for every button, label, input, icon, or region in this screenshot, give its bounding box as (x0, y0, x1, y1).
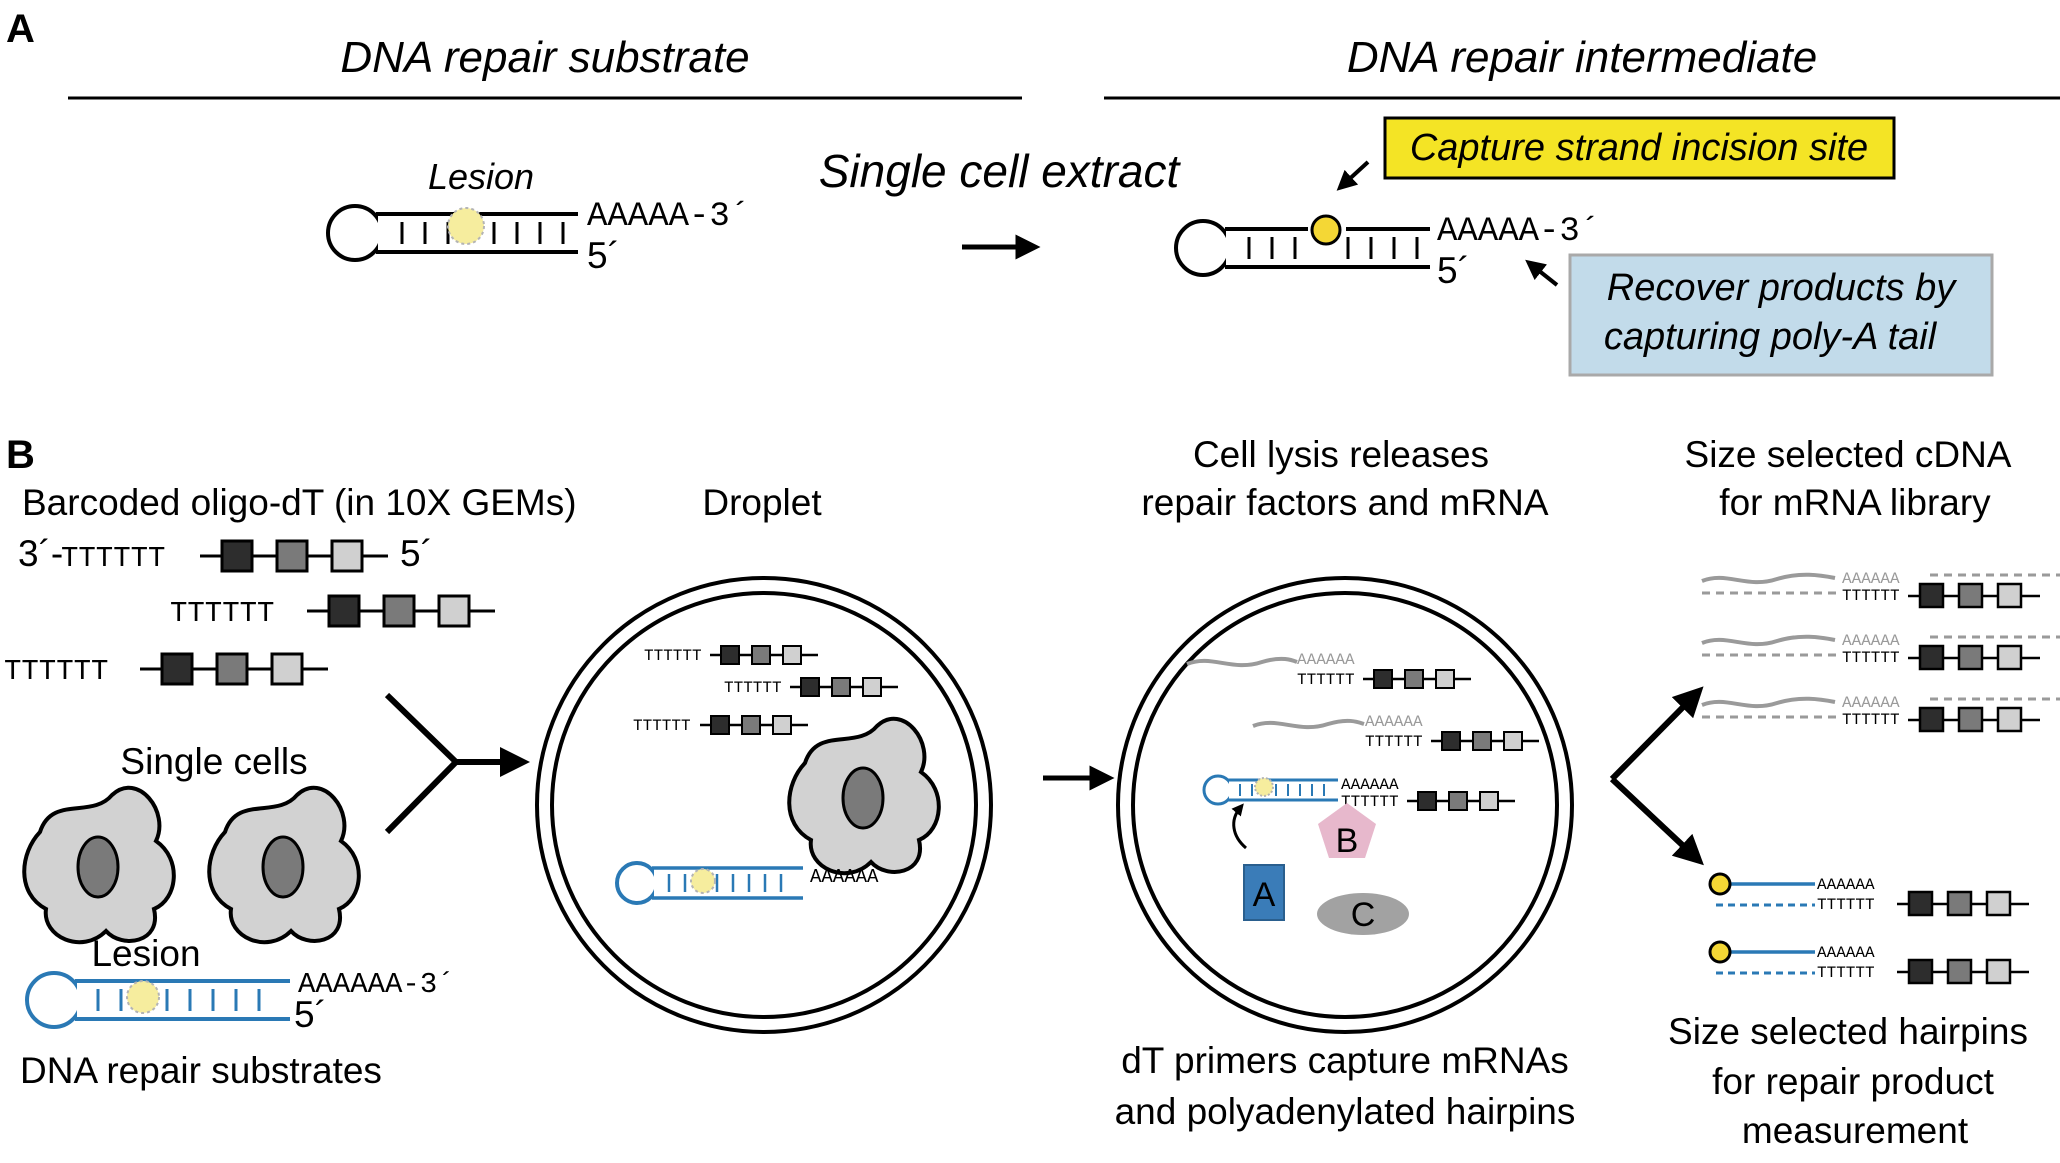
capture-line2: and polyadenylated hairpins (1115, 1091, 1576, 1132)
split-arrow (1609, 686, 1704, 866)
poly-a-label: AAAAAA (1842, 694, 1900, 712)
intermediate-3prime-a: AAAAA-3´ (1437, 213, 1600, 251)
cdna-line1: Size selected cDNA (1685, 434, 2012, 475)
substrate-hairpin (326, 204, 578, 262)
merge-arrow (384, 692, 530, 835)
oligo-3prime: 3´- (18, 533, 63, 574)
poly-a-label: AAAAAA (1842, 570, 1900, 588)
poly-a-label: AAAAAA (1817, 944, 1875, 962)
poly-t-label: TTTTTT (1341, 793, 1399, 811)
lesion-label-b: Lesion (91, 933, 200, 974)
poly-a-label: AAAAAA (1365, 713, 1423, 731)
hairpin-line1: Size selected hairpins (1668, 1011, 2028, 1052)
hairpin-line3: measurement (1742, 1110, 1969, 1151)
poly-t-label: TTTTTT (633, 717, 691, 735)
factor-a-action-arrow (1231, 803, 1248, 850)
poly-t-label: TTTTTT (1365, 733, 1423, 751)
droplet-hairpin: AAAAAA (615, 861, 879, 905)
poly-t-label: TTTTTT (1817, 896, 1875, 914)
lysis-mrna-2: AAAAAA TTTTTT (1252, 713, 1541, 752)
poly-t-label: TTTTTT (724, 679, 782, 697)
single-cell-extract-label: Single cell extract (819, 145, 1182, 197)
capture-line1: dT primers capture mRNAs (1121, 1040, 1569, 1081)
substrate-3prime-a: AAAAA-3´ (587, 198, 750, 236)
recover-callout: Recover products by capturing poly-A tai… (1568, 253, 1994, 377)
substrate-hairpin-b (25, 971, 290, 1029)
recover-line1: Recover products by (1607, 267, 1957, 309)
lesion-label-a: Lesion (428, 156, 534, 197)
oligo-label: Barcoded oligo-dT (in 10X GEMs) (22, 482, 577, 523)
substrate-header: DNA repair substrate (340, 33, 749, 82)
hairpin-product-2: AAAAAA TTTTTT (1708, 940, 2031, 985)
substrate-5prime-b: 5´ (294, 994, 327, 1035)
incision-callout-label: Capture strand incision site (1410, 127, 1868, 169)
poly-t-label: TTTTTT (170, 597, 274, 630)
lesion-marker (447, 207, 485, 245)
lysis-mrna-1: AAAAAA TTTTTT (1186, 651, 1473, 690)
recover-arrow (1525, 259, 1559, 287)
lesion-marker-b (126, 980, 160, 1014)
single-cells-label: Single cells (120, 741, 307, 782)
oligo-dt-2: TTTTTT (170, 594, 497, 630)
poly-a-label: AAAAAA (810, 866, 879, 888)
panel-b-letter: B (6, 433, 35, 477)
oligo-5prime: 5´ (400, 533, 433, 574)
intermediate-header: DNA repair intermediate (1347, 33, 1817, 82)
poly-a-label: AAAAAA (1297, 651, 1355, 669)
hairpin-product-1: AAAAAA TTTTTT (1708, 872, 2031, 917)
oligo-dt-3: TTTTTT (4, 652, 330, 688)
intermediate-5prime-a: 5´ (1437, 250, 1470, 291)
factor-a-label: A (1253, 876, 1276, 914)
incision-callout: Capture strand incision site (1383, 116, 1896, 180)
poly-a-label: AAAAAA (1341, 776, 1399, 794)
oligo-dt-1: 3´- TTTTTT 5´ (18, 533, 433, 575)
poly-t-label: TTTTTT (1842, 711, 1900, 729)
hairpin-line2: for repair product (1712, 1061, 1994, 1102)
single-cell-2 (207, 785, 361, 945)
panel-a-letter: A (6, 7, 35, 51)
poly-t-label: TTTTTT (1842, 649, 1900, 667)
substrates-label: DNA repair substrates (20, 1050, 382, 1091)
droplet-oligos: TTTTTT TTTTTT TTTTTT (633, 644, 900, 736)
droplet-label: Droplet (702, 482, 822, 523)
cdna-product-1: AAAAAA TTTTTT (1701, 570, 2060, 609)
incision-site-marker (1310, 214, 1342, 246)
lysis-line2: repair factors and mRNA (1141, 482, 1548, 523)
poly-t-label: TTTTTT (61, 542, 165, 575)
factor-c-label: C (1351, 896, 1376, 934)
poly-a-label: AAAAAA (1842, 632, 1900, 650)
poly-t-label: TTTTTT (4, 655, 108, 688)
recover-line2: capturing poly-A tail (1604, 316, 1938, 358)
factor-a: A (1243, 864, 1285, 921)
poly-t-label: TTTTTT (1817, 964, 1875, 982)
factor-b-label: B (1336, 822, 1359, 860)
poly-t-label: TTTTTT (1297, 671, 1355, 689)
factor-b: B (1318, 803, 1376, 860)
poly-t-label: TTTTTT (644, 647, 702, 665)
factor-c: C (1317, 893, 1409, 935)
substrate-3prime-b: AAAAAA-3´ (298, 968, 455, 1001)
lysis-hairpin: AAAAAA TTTTTT (1202, 774, 1517, 812)
single-cell-1 (22, 785, 176, 945)
intermediate-hairpin (1174, 214, 1430, 277)
lysis-line1: Cell lysis releases (1193, 434, 1489, 475)
cdna-product-2: AAAAAA TTTTTT (1701, 632, 2060, 671)
poly-a-label: AAAAAA (1817, 876, 1875, 894)
substrate-5prime-a: 5´ (587, 235, 620, 276)
cdna-line2: for mRNA library (1719, 482, 1991, 523)
incision-arrow (1336, 160, 1370, 191)
poly-t-label: TTTTTT (1842, 587, 1900, 605)
cdna-product-3: AAAAAA TTTTTT (1701, 694, 2060, 733)
